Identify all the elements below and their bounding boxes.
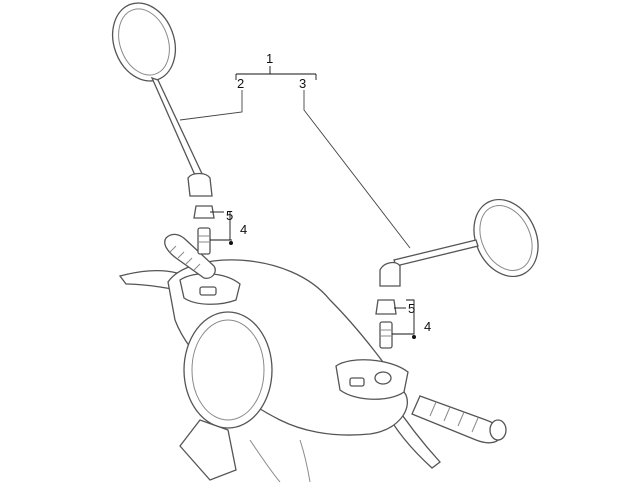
left-mirror (112, 2, 213, 197)
left-switch (199, 286, 217, 296)
right-grip (411, 395, 507, 444)
right-nut (375, 299, 397, 315)
speedometer (183, 311, 273, 429)
right-mirror-head (473, 198, 539, 278)
right-fasteners (375, 299, 397, 349)
left-nut (193, 205, 215, 219)
right-mirror-base (379, 261, 401, 287)
left-grip (164, 233, 216, 279)
right-switch (349, 377, 365, 387)
callout-4-left: 4 (240, 222, 247, 237)
callout-labels: 1 2 3 5 4 5 4 (226, 51, 431, 334)
callout-lines (179, 66, 416, 339)
steering-column (179, 419, 237, 481)
left-mirror-base (187, 172, 213, 197)
right-screw (379, 321, 393, 349)
callout-2: 2 (237, 76, 244, 91)
callout-5-left: 5 (226, 208, 233, 223)
right-switch-pod (335, 359, 409, 400)
handlebar-assembly (118, 233, 507, 483)
speedometer-rim (191, 319, 265, 421)
callout-4-right: 4 (424, 319, 431, 334)
left-mirror-head (112, 2, 176, 82)
left-screw (197, 227, 211, 255)
left-mirror-stem (150, 76, 205, 183)
right-mirror (379, 198, 539, 287)
callout-5-right: 5 (408, 301, 415, 316)
callout-3: 3 (299, 76, 306, 91)
right-mount-hole (374, 371, 392, 385)
callout-1: 1 (266, 51, 273, 66)
left-fasteners (193, 205, 215, 255)
